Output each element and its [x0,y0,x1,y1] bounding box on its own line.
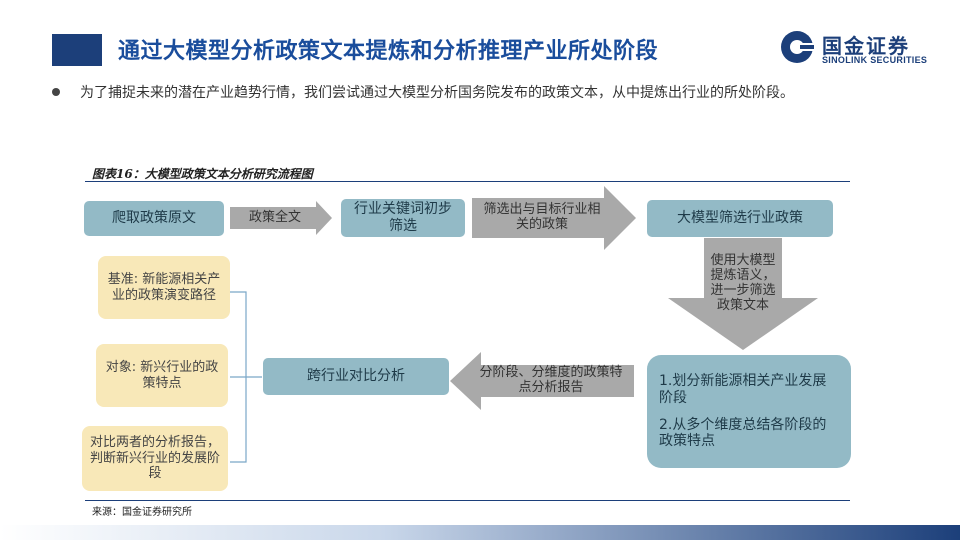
figure-bottom-rule [85,500,850,501]
arrow-right-2 [472,186,636,250]
intro-bullet: 为了捕捉未来的潜在产业趋势行情，我们尝试通过大模型分析国务院发布的政策文本，从中… [80,85,794,101]
step-llm-filter: 大模型筛选行业政策 [647,200,833,237]
stage-analysis-line-2: 2.从多个维度总结各阶段的政策特点 [659,416,827,450]
page-title: 通过大模型分析政策文本提炼和分析推理产业所处阶段 [118,39,659,64]
logo-chinese-name: 国金证券 [822,34,910,58]
company-logo: 国金证券 SINOLINK SECURITIES [780,30,950,70]
note-baseline: 基准: 新能源相关产业的政策演变路径 [98,256,230,319]
bullet-dot-icon [52,88,60,96]
figure-top-rule [85,181,850,182]
sinolink-logo-icon [781,31,814,63]
figure-title: 图表16：大模型政策文本分析研究流程图 [92,167,313,181]
arrow-label-llm-semantic: 使用大模型提炼语义，进一步筛选政策文本 [710,253,776,313]
arrow-right-1 [230,201,332,235]
footer-band [0,525,960,540]
arrow-label-full-text: 政策全文 [248,209,301,225]
note-target: 对象: 新兴行业的政策特点 [96,344,228,407]
step-crawl-policy: 爬取政策原文 [84,201,224,236]
figure-source: 来源：国金证券研究所 [92,507,192,518]
stage-analysis-line-1: 1.划分新能源相关产业发展阶段 [659,372,827,406]
arrow-label-stage-report: 分阶段、分维度的政策特点分析报告 [479,365,623,395]
arrow-label-target-policies: 筛选出与目标行业相关的政策 [483,202,601,232]
logo-english-name: SINOLINK SECURITIES [822,55,928,65]
step-stage-analysis: 1.划分新能源相关产业发展阶段 2.从多个维度总结各阶段的政策特点 [647,355,851,468]
arrow-down-3 [668,238,818,350]
step-cross-industry: 跨行业对比分析 [263,358,449,395]
step-keyword-filter: 行业关键词初步筛选 [341,199,465,237]
note-comparison: 对比两者的分析报告，判断新兴行业的发展阶段 [82,426,228,491]
arrow-left-4 [450,352,634,410]
title-accent-block [52,34,102,66]
